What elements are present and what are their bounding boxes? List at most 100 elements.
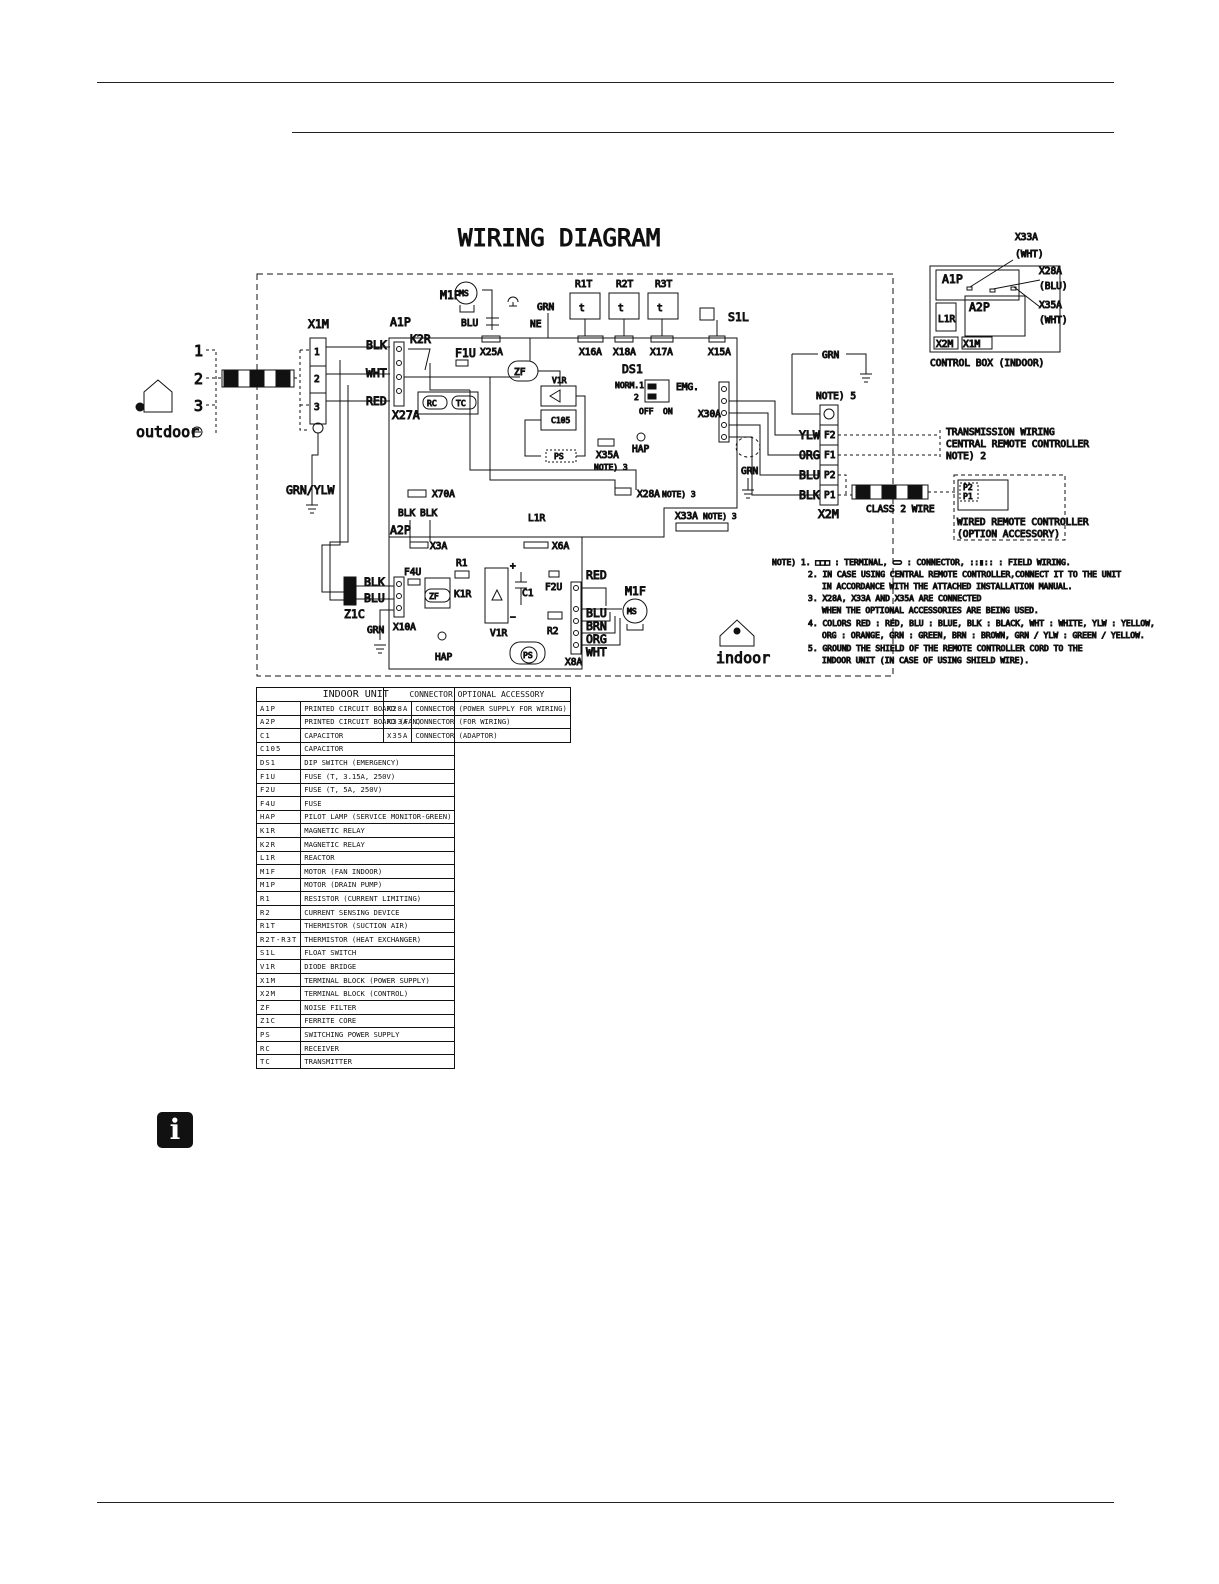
legend-accessory-header: CONNECTOR OPTIONAL ACCESSORY xyxy=(383,687,571,702)
top-rule xyxy=(97,82,1114,83)
control-box-inset: A1P A2P L1R X2M X1M X33A (WHT) X28A (BLU… xyxy=(929,232,1068,370)
svg-text:GRN: GRN xyxy=(822,350,839,361)
svg-text:M1F: M1F xyxy=(625,584,646,598)
svg-text:2: 2 xyxy=(314,374,320,385)
svg-text:X28A: X28A xyxy=(637,489,660,500)
legend-description: FUSE xyxy=(300,796,456,811)
svg-text:X2M: X2M xyxy=(818,507,839,521)
wire-red: RED xyxy=(366,394,387,408)
svg-text:X35A: X35A xyxy=(1039,300,1062,311)
svg-text:X25A: X25A xyxy=(480,347,503,358)
svg-text:EMG.: EMG. xyxy=(676,382,699,393)
svg-text:M1P: M1P xyxy=(440,288,461,302)
motor-wire-wht: WHT xyxy=(586,645,607,659)
svg-text:NOTE) 2: NOTE) 2 xyxy=(946,451,986,462)
a2p-wire-blu: BLU xyxy=(364,591,385,605)
hap-lamp-icon-a2p xyxy=(437,631,447,641)
svg-text:X1M: X1M xyxy=(963,339,980,350)
svg-text:X18A: X18A xyxy=(613,347,636,358)
svg-text:F2: F2 xyxy=(824,430,835,441)
motor-wire-brn: BRN xyxy=(586,619,607,633)
outdoor-terminal-1: 1 xyxy=(194,342,203,360)
svg-text:P1: P1 xyxy=(824,490,836,501)
svg-text:−: − xyxy=(510,612,516,623)
ferrite-core-z1c xyxy=(343,576,357,606)
svg-text:X15A: X15A xyxy=(708,347,731,358)
svg-text:TRANSMISSION WIRING: TRANSMISSION WIRING xyxy=(946,427,1055,438)
hap-lamp-icon xyxy=(636,432,646,442)
legend-code: Z1C xyxy=(255,1013,302,1029)
wire-blk: BLK xyxy=(366,338,387,352)
a2p-label: A2P xyxy=(390,523,411,537)
outdoor-unit: 1 2 3 outdoor xyxy=(135,342,310,442)
svg-text:NOTE) 5: NOTE) 5 xyxy=(816,391,856,402)
svg-text:NOTE) 3: NOTE) 3 xyxy=(662,490,696,499)
svg-text:C105: C105 xyxy=(551,416,570,425)
outdoor-dot-icon xyxy=(135,402,145,412)
fan-motor-m1f xyxy=(622,598,648,624)
svg-text:R1T: R1T xyxy=(575,279,592,290)
svg-text:R2: R2 xyxy=(547,626,558,637)
info-glyph: i xyxy=(169,1113,181,1146)
legend-code: R2 xyxy=(255,904,302,920)
house-icon xyxy=(143,379,173,413)
outdoor-terminal-3: 3 xyxy=(194,397,203,415)
svg-text:P1: P1 xyxy=(963,492,973,501)
legend-description: CURRENT SENSING DEVICE xyxy=(300,904,456,920)
legend-code: ZF xyxy=(255,1000,302,1015)
svg-text:X33A: X33A xyxy=(675,511,698,522)
legend-description: DIP SWITCH (EMERGENCY) xyxy=(300,755,456,770)
svg-text:X6A: X6A xyxy=(552,541,569,552)
svg-text:(OPTION ACCESSORY): (OPTION ACCESSORY) xyxy=(957,529,1060,540)
svg-text:NOTE) 3: NOTE) 3 xyxy=(594,463,628,472)
svg-text:(BLU): (BLU) xyxy=(1039,281,1068,292)
indoor-house: indoor xyxy=(716,619,771,668)
legend-code: A2P xyxy=(255,714,302,730)
x1m-label: X1M xyxy=(308,317,329,331)
note-line: 5. GROUND THE SHIELD OF THE REMOTE CONTR… xyxy=(808,644,1083,653)
motor-wire-blu: BLU xyxy=(586,606,607,620)
svg-text:X33A: X33A xyxy=(1015,232,1038,243)
svg-text:ZF: ZF xyxy=(514,367,526,378)
svg-text:BLK: BLK xyxy=(420,508,437,519)
legend-code: F4U xyxy=(255,796,302,811)
legend-description: MAGNETIC RELAY xyxy=(300,823,456,838)
legend-code: DS1 xyxy=(255,755,302,770)
svg-text:X2M: X2M xyxy=(936,339,953,350)
note-line: INDOOR UNIT (IN CASE OF USING SHIELD WIR… xyxy=(822,656,1029,665)
svg-text:NORM.1: NORM.1 xyxy=(615,381,644,390)
legend-code: R1 xyxy=(255,891,302,906)
svg-text:A2P: A2P xyxy=(969,300,990,314)
svg-text:GRN: GRN xyxy=(741,466,758,477)
diagram-title: WIRING DIAGRAM xyxy=(458,224,660,252)
legend-code: V1R xyxy=(255,959,302,974)
legend-description: PILOT LAMP (SERVICE MONITOR-GREEN) xyxy=(300,809,456,825)
svg-text:K2R: K2R xyxy=(410,332,431,346)
svg-text:CENTRAL REMOTE CONTROLLER: CENTRAL REMOTE CONTROLLER xyxy=(946,439,1089,450)
legend-description: MOTOR (FAN INDOOR) xyxy=(300,864,456,879)
legend-code: X35A xyxy=(382,728,413,743)
svg-text:(WHT): (WHT) xyxy=(1039,315,1068,326)
svg-text:X70A: X70A xyxy=(432,489,455,500)
svg-text:WIRED REMOTE CONTROLLER: WIRED REMOTE CONTROLLER xyxy=(957,517,1089,528)
terminal-x2m: NOTE) 5 F2 F1 P2 P1 X2M YLW ORG BLU BLK … xyxy=(729,350,1090,541)
wire-wht: WHT xyxy=(366,366,387,380)
legend-description: RESISTOR (CURRENT LIMITING) xyxy=(300,891,456,906)
thermistor-r3t xyxy=(647,292,679,320)
legend-code: F1U xyxy=(255,768,302,784)
svg-text:A1P: A1P xyxy=(942,272,963,286)
svg-text:+: + xyxy=(510,561,516,572)
svg-text:F4U: F4U xyxy=(404,567,421,578)
legend-code: RC xyxy=(255,1040,302,1056)
svg-text:t: t xyxy=(579,303,585,314)
